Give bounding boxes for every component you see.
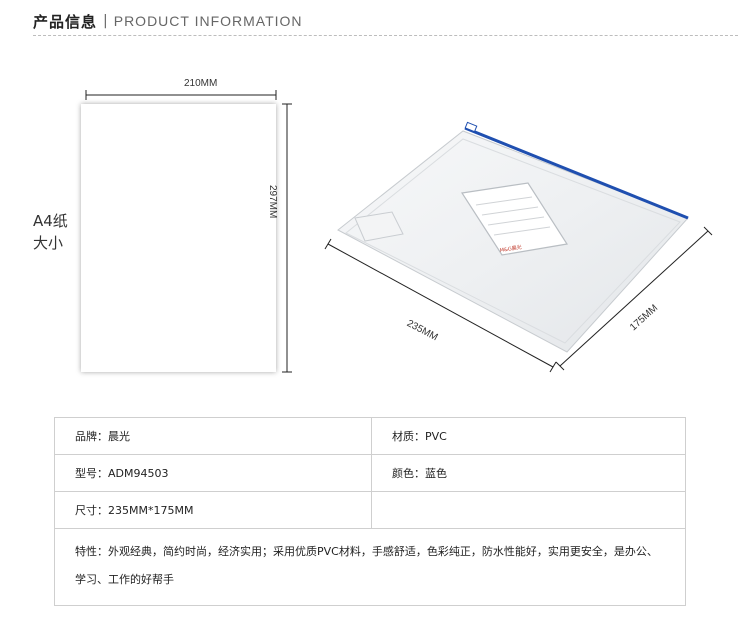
paper-height-label: 297MM [267, 185, 278, 219]
section-header: 产品信息 | PRODUCT INFORMATION [33, 10, 303, 32]
spec-feature-line2: 学习、工作的好帮手 [75, 573, 174, 586]
section-title-en: PRODUCT INFORMATION [113, 13, 303, 29]
spec-table: 品牌：晨光 材质：PVC 型号：ADM94503 颜色：蓝色 尺寸：235MM*… [54, 417, 686, 606]
a4-paper-illustration [81, 104, 276, 372]
header-divider [33, 35, 738, 36]
table-row: 特性：外观经典，简约时尚，经济实用；采用优质PVC材料，手感舒适，色彩纯正，防水… [54, 528, 686, 606]
paper-height-dimension-line [282, 103, 292, 373]
bag-side-tab [354, 211, 404, 242]
table-row: 型号：ADM94503 颜色：蓝色 [54, 454, 686, 492]
paper-width-label: 210MM [184, 78, 218, 89]
spec-brand: 品牌：晨光 [54, 417, 372, 455]
zipper-slider [464, 121, 478, 133]
table-row: 品牌：晨光 材质：PVC [54, 417, 686, 455]
spec-size: 尺寸：235MM*175MM [54, 491, 372, 529]
bag-width-dimension-line [555, 226, 713, 371]
bag-brand-mark: M&G晨光 [499, 244, 522, 254]
spec-features: 特性：外观经典，简约时尚，经济实用；采用优质PVC材料，手感舒适，色彩纯正，防水… [54, 528, 686, 606]
a4-label-line2: 大小 [33, 234, 64, 252]
spec-empty-cell [371, 491, 686, 529]
spec-material: 材质：PVC [371, 417, 686, 455]
paper-width-dimension-line [85, 90, 277, 100]
spec-model: 型号：ADM94503 [54, 454, 372, 492]
spec-feature-line1: 特性：外观经典，简约时尚，经济实用；采用优质PVC材料，手感舒适，色彩纯正，防水… [75, 545, 658, 558]
a4-label-line1: A4纸 [33, 212, 68, 230]
table-row: 尺寸：235MM*175MM [54, 491, 686, 529]
bag-length-dimension-line [324, 238, 557, 373]
bag-label-card: M&G晨光 [460, 182, 568, 256]
zip-bag-illustration: M&G晨光 [337, 121, 689, 353]
title-separator: | [103, 13, 108, 29]
zipper-strip [464, 126, 689, 220]
a4-size-label: A4纸 大小 [33, 210, 68, 254]
section-title-cn: 产品信息 [33, 12, 98, 31]
spec-color: 颜色：蓝色 [371, 454, 686, 492]
